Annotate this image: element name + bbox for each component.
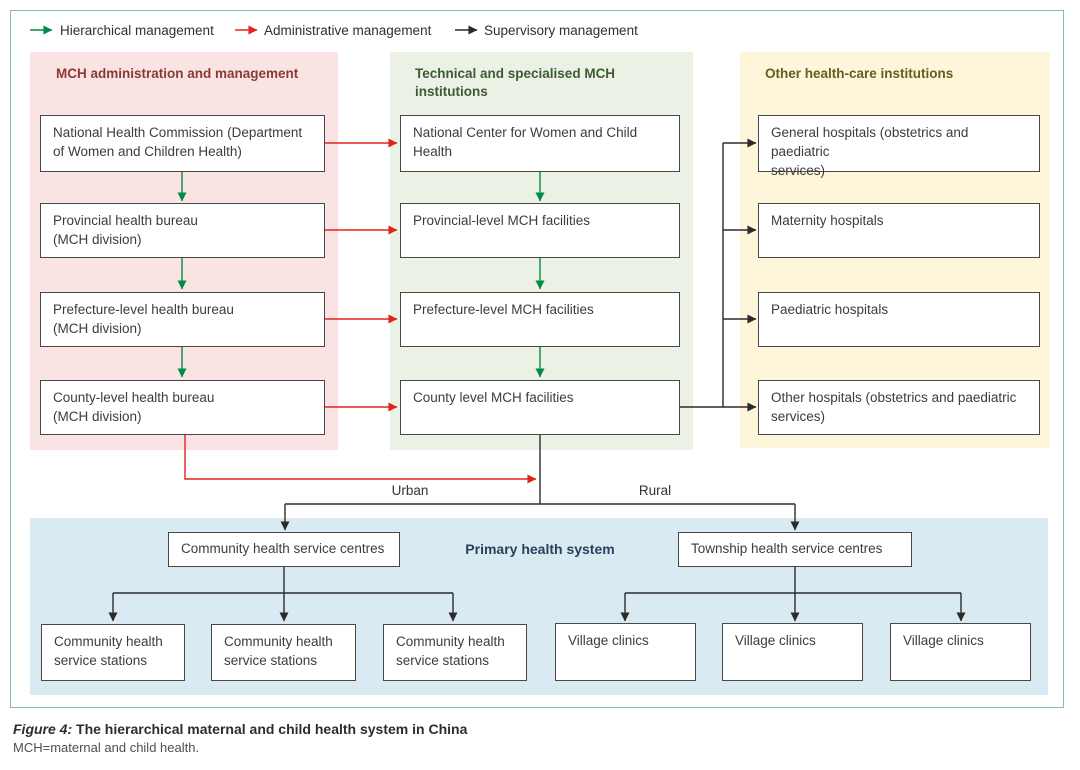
figure-footnote: MCH=maternal and child health. [13, 740, 200, 755]
label-urban: Urban [391, 483, 429, 498]
box-prefecture-health-bureau: Prefecture-level health bureau (MCH divi… [40, 292, 325, 347]
box-village-clinics-1: Village clinics [555, 623, 696, 681]
legend-supervisory-label: Supervisory management [484, 23, 638, 38]
box-general-hospitals: General hospitals (obstetrics and paedia… [758, 115, 1040, 178]
figure-title: The hierarchical maternal and child heal… [72, 721, 468, 737]
header-primary-health-system: Primary health system [465, 541, 615, 557]
box-community-health-service-stations-3: Community health service stations [383, 624, 527, 681]
box-national-health-commission: National Health Commission (Department o… [40, 115, 325, 172]
figure-caption: Figure 4: The hierarchical maternal and … [13, 721, 467, 737]
box-community-health-service-centres: Community health service centres [168, 532, 400, 567]
box-community-health-service-stations-1: Community health service stations [41, 624, 185, 681]
box-paediatric-hospitals: Paediatric hospitals [758, 292, 1040, 347]
legend-administrative-label: Administrative management [264, 23, 432, 38]
box-provincial-mch-facilities: Provincial-level MCH facilities [400, 203, 680, 258]
header-other-institutions: Other health-care institutions [765, 66, 954, 81]
header-technical-institutions: Technical and specialised MCH institutio… [415, 66, 616, 100]
figure-number: Figure 4: [13, 721, 73, 737]
header-mch-administration: MCH administration and management [56, 66, 299, 81]
box-maternity-hospitals: Maternity hospitals [758, 203, 1040, 258]
box-other-hospitals: Other hospitals (obstetrics and paediatr… [758, 380, 1040, 435]
box-provincial-health-bureau: Provincial health bureau (MCH division) [40, 203, 325, 258]
box-community-health-service-stations-2: Community health service stations [211, 624, 356, 681]
label-rural: Rural [638, 483, 672, 498]
legend-hierarchical-label: Hierarchical management [60, 23, 214, 38]
box-township-health-service-centres: Township health service centres [678, 532, 912, 567]
box-village-clinics-3: Village clinics [890, 623, 1031, 681]
box-county-mch-facilities: County level MCH facilities [400, 380, 680, 435]
box-village-clinics-2: Village clinics [722, 623, 863, 681]
box-prefecture-mch-facilities: Prefecture-level MCH facilities [400, 292, 680, 347]
box-county-health-bureau: County-level health bureau (MCH division… [40, 380, 325, 435]
box-national-center-women-child: National Center for Women and Child Heal… [400, 115, 680, 172]
